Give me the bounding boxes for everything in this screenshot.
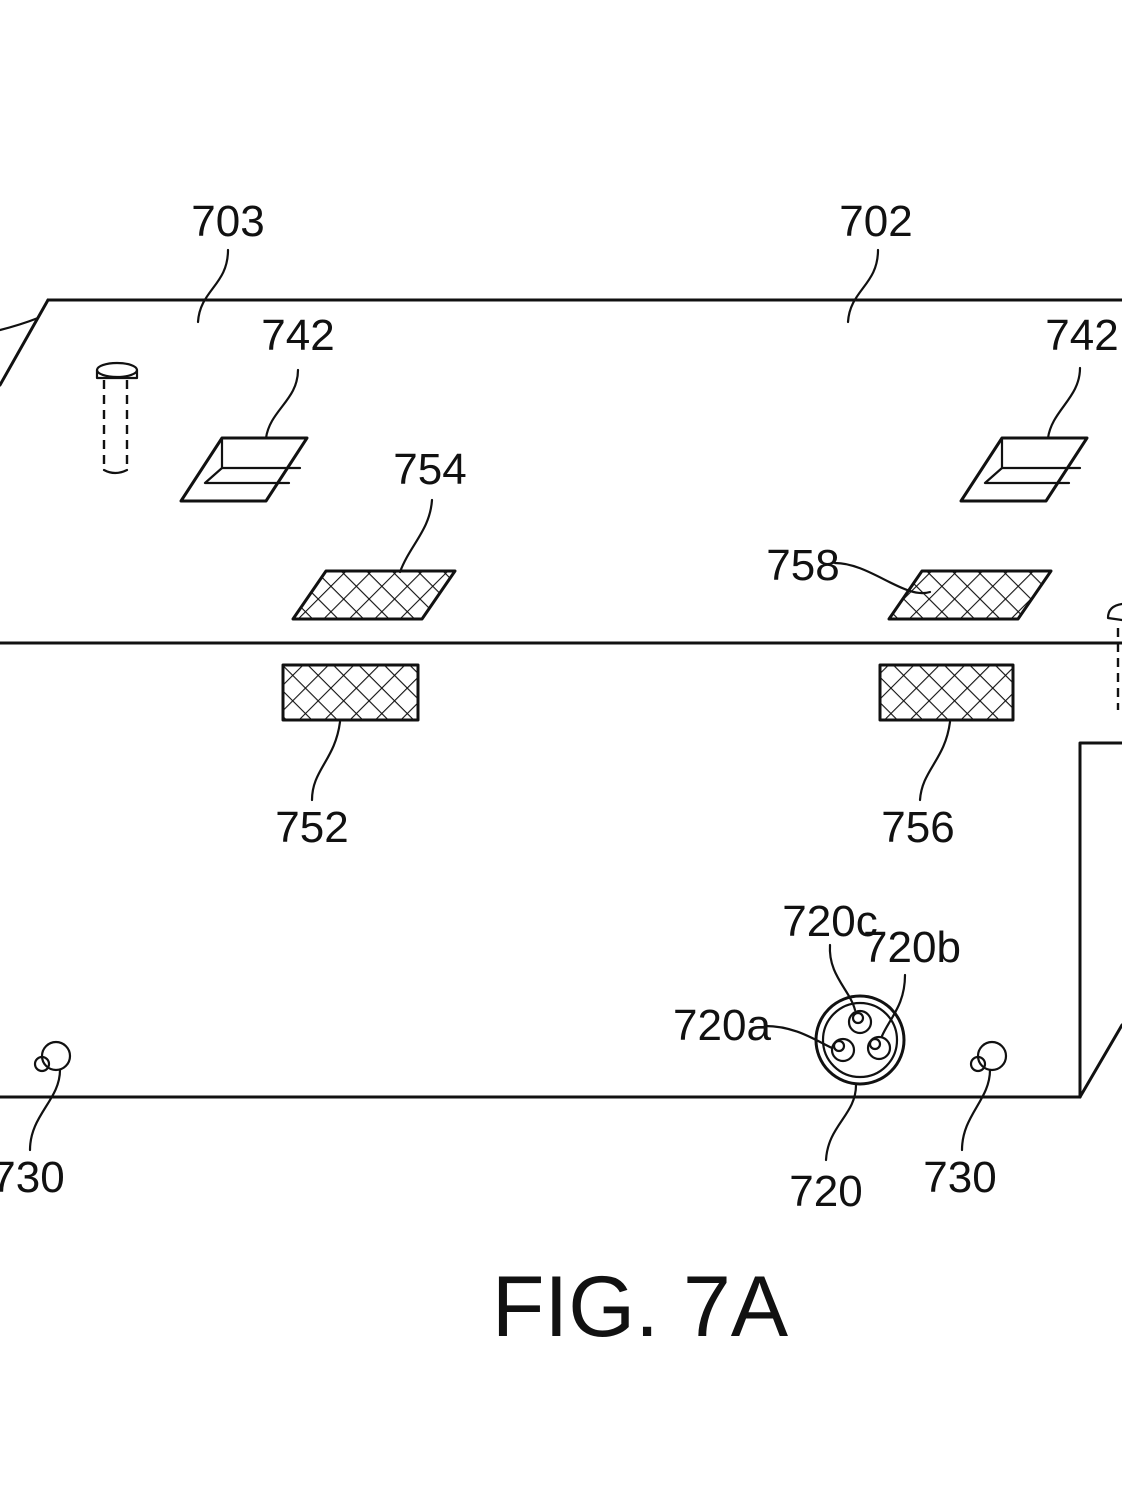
pad-752 (281, 663, 420, 722)
figure-caption: FIG. 7A (492, 1259, 789, 1355)
label-742-right: 742 (1045, 311, 1118, 360)
connector-720 (814, 994, 906, 1086)
label-730-right: 730 (923, 1153, 996, 1202)
pad-758 (887, 569, 1053, 621)
label-720b: 720b (863, 923, 961, 972)
front-panel (0, 741, 1122, 1099)
pad-754 (291, 569, 457, 621)
pin-720a (830, 1037, 856, 1063)
fastener-730-right (969, 1040, 1008, 1073)
pad-756 (878, 663, 1015, 722)
label-730-left: 730 (0, 1153, 65, 1202)
top-panel (0, 298, 1122, 645)
fastener-730-left (33, 1040, 72, 1073)
screw-left (95, 361, 139, 475)
recess-742-left (179, 436, 309, 503)
label-754: 754 (393, 445, 466, 494)
label-758: 758 (766, 541, 839, 590)
recess-742-right (959, 436, 1089, 503)
label-720a: 720a (673, 1001, 771, 1050)
label-720: 720 (789, 1167, 862, 1216)
label-756: 756 (881, 803, 954, 852)
leader-lines (28, 248, 1082, 1162)
label-703: 703 (191, 197, 264, 246)
label-720c: 720c (782, 897, 877, 946)
pin-720b (866, 1035, 892, 1061)
pin-720c (847, 1009, 873, 1035)
screw-right (1106, 602, 1122, 710)
label-702: 702 (839, 197, 912, 246)
label-742-left: 742 (261, 311, 334, 360)
label-752: 752 (275, 803, 348, 852)
